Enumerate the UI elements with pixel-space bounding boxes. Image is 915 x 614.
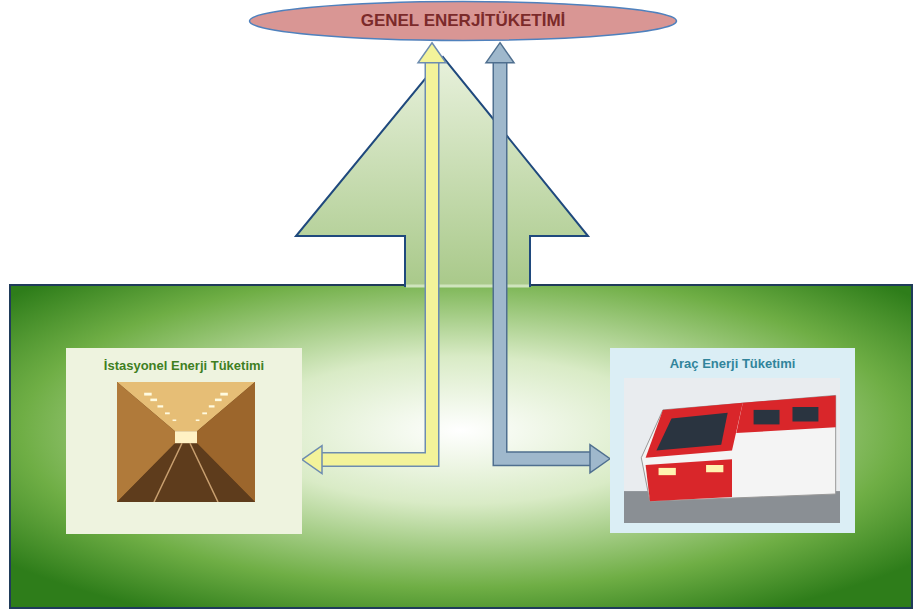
block-arrow — [486, 43, 610, 473]
train-photo — [624, 378, 840, 523]
big-up-arrow — [296, 57, 588, 286]
box-title: İstasyonel Enerji Tüketimi — [76, 358, 292, 374]
station-box: İstasyonel Enerji Tüketimi — [66, 348, 302, 534]
arrow-shaft — [320, 61, 432, 460]
arrow-head — [302, 446, 322, 474]
total-ellipse: GENEL ENERJİTÜKETİMİ — [248, 0, 678, 42]
arrow-outline — [500, 61, 592, 459]
arrow-outline — [320, 61, 432, 460]
vehicle-box: Araç Enerji Tüketimi — [610, 348, 855, 533]
box-title: Araç Enerji Tüketimi — [620, 356, 845, 372]
green-band — [10, 285, 912, 608]
arrow-head — [418, 43, 446, 63]
ellipse-title: GENEL ENERJİTÜKETİMİ — [361, 11, 566, 31]
tunnel-photo — [117, 382, 255, 502]
arrow-shaft — [500, 61, 592, 459]
arrow-join — [406, 285, 529, 288]
arrow-head — [486, 43, 514, 63]
block-arrow — [302, 43, 446, 474]
arrow-head — [590, 445, 610, 473]
